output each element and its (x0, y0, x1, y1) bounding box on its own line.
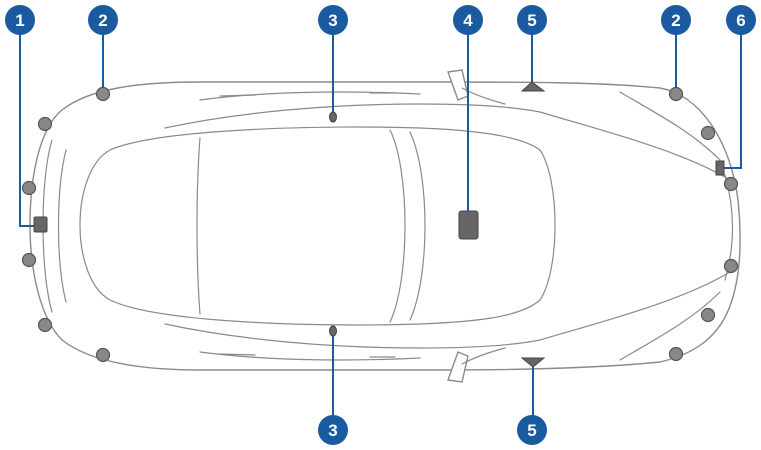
front-radar (715, 160, 725, 176)
components (33, 81, 725, 368)
svg-text:5: 5 (527, 421, 536, 440)
svg-text:4: 4 (463, 11, 473, 30)
leader-6 (724, 30, 742, 169)
callout-1: 1 (5, 5, 35, 35)
sensor-rear-right-side (37, 317, 53, 333)
sensor-rear-left-corner (95, 86, 111, 102)
svg-text:3: 3 (328, 421, 337, 440)
repeater-camera-left (520, 81, 546, 92)
callout-6: 6 (726, 5, 756, 35)
callout-5-bottom: 5 (517, 415, 547, 445)
windshield-camera (458, 210, 479, 240)
ultrasonic-sensors (21, 86, 739, 363)
sensor-front-left-side (700, 125, 716, 141)
callout-3-top: 3 (318, 5, 348, 35)
side-camera-right (329, 325, 337, 337)
sensor-rear-right-inner (21, 252, 37, 268)
callout-badges: 1 2 3 4 5 2 6 3 (5, 5, 756, 445)
callout-2-front: 2 (88, 5, 118, 35)
svg-text:3: 3 (328, 11, 337, 30)
sensor-front-left-inner (723, 176, 739, 192)
sensor-rear-left-side (37, 116, 53, 132)
svg-text:5: 5 (527, 11, 536, 30)
svg-text:2: 2 (98, 11, 107, 30)
side-camera-left (329, 111, 337, 123)
car-outline (29, 69, 741, 383)
sensor-rear-right-corner (95, 347, 111, 363)
rear-camera (33, 216, 48, 233)
callout-5-top: 5 (517, 5, 547, 35)
sensor-rear-left-inner (21, 180, 37, 196)
leader-1 (19, 30, 34, 227)
callout-4: 4 (453, 5, 483, 35)
sensor-front-right-corner (668, 346, 684, 362)
svg-text:2: 2 (671, 11, 680, 30)
callout-2-rear: 2 (661, 5, 691, 35)
svg-text:6: 6 (736, 11, 745, 30)
sensor-front-left-corner (668, 86, 684, 102)
sensor-front-right-side (700, 307, 716, 323)
repeater-camera-right (520, 357, 546, 368)
callout-3-bottom: 3 (318, 415, 348, 445)
leader-lines (19, 30, 742, 418)
sensor-front-right-inner (723, 258, 739, 274)
svg-text:1: 1 (15, 11, 24, 30)
